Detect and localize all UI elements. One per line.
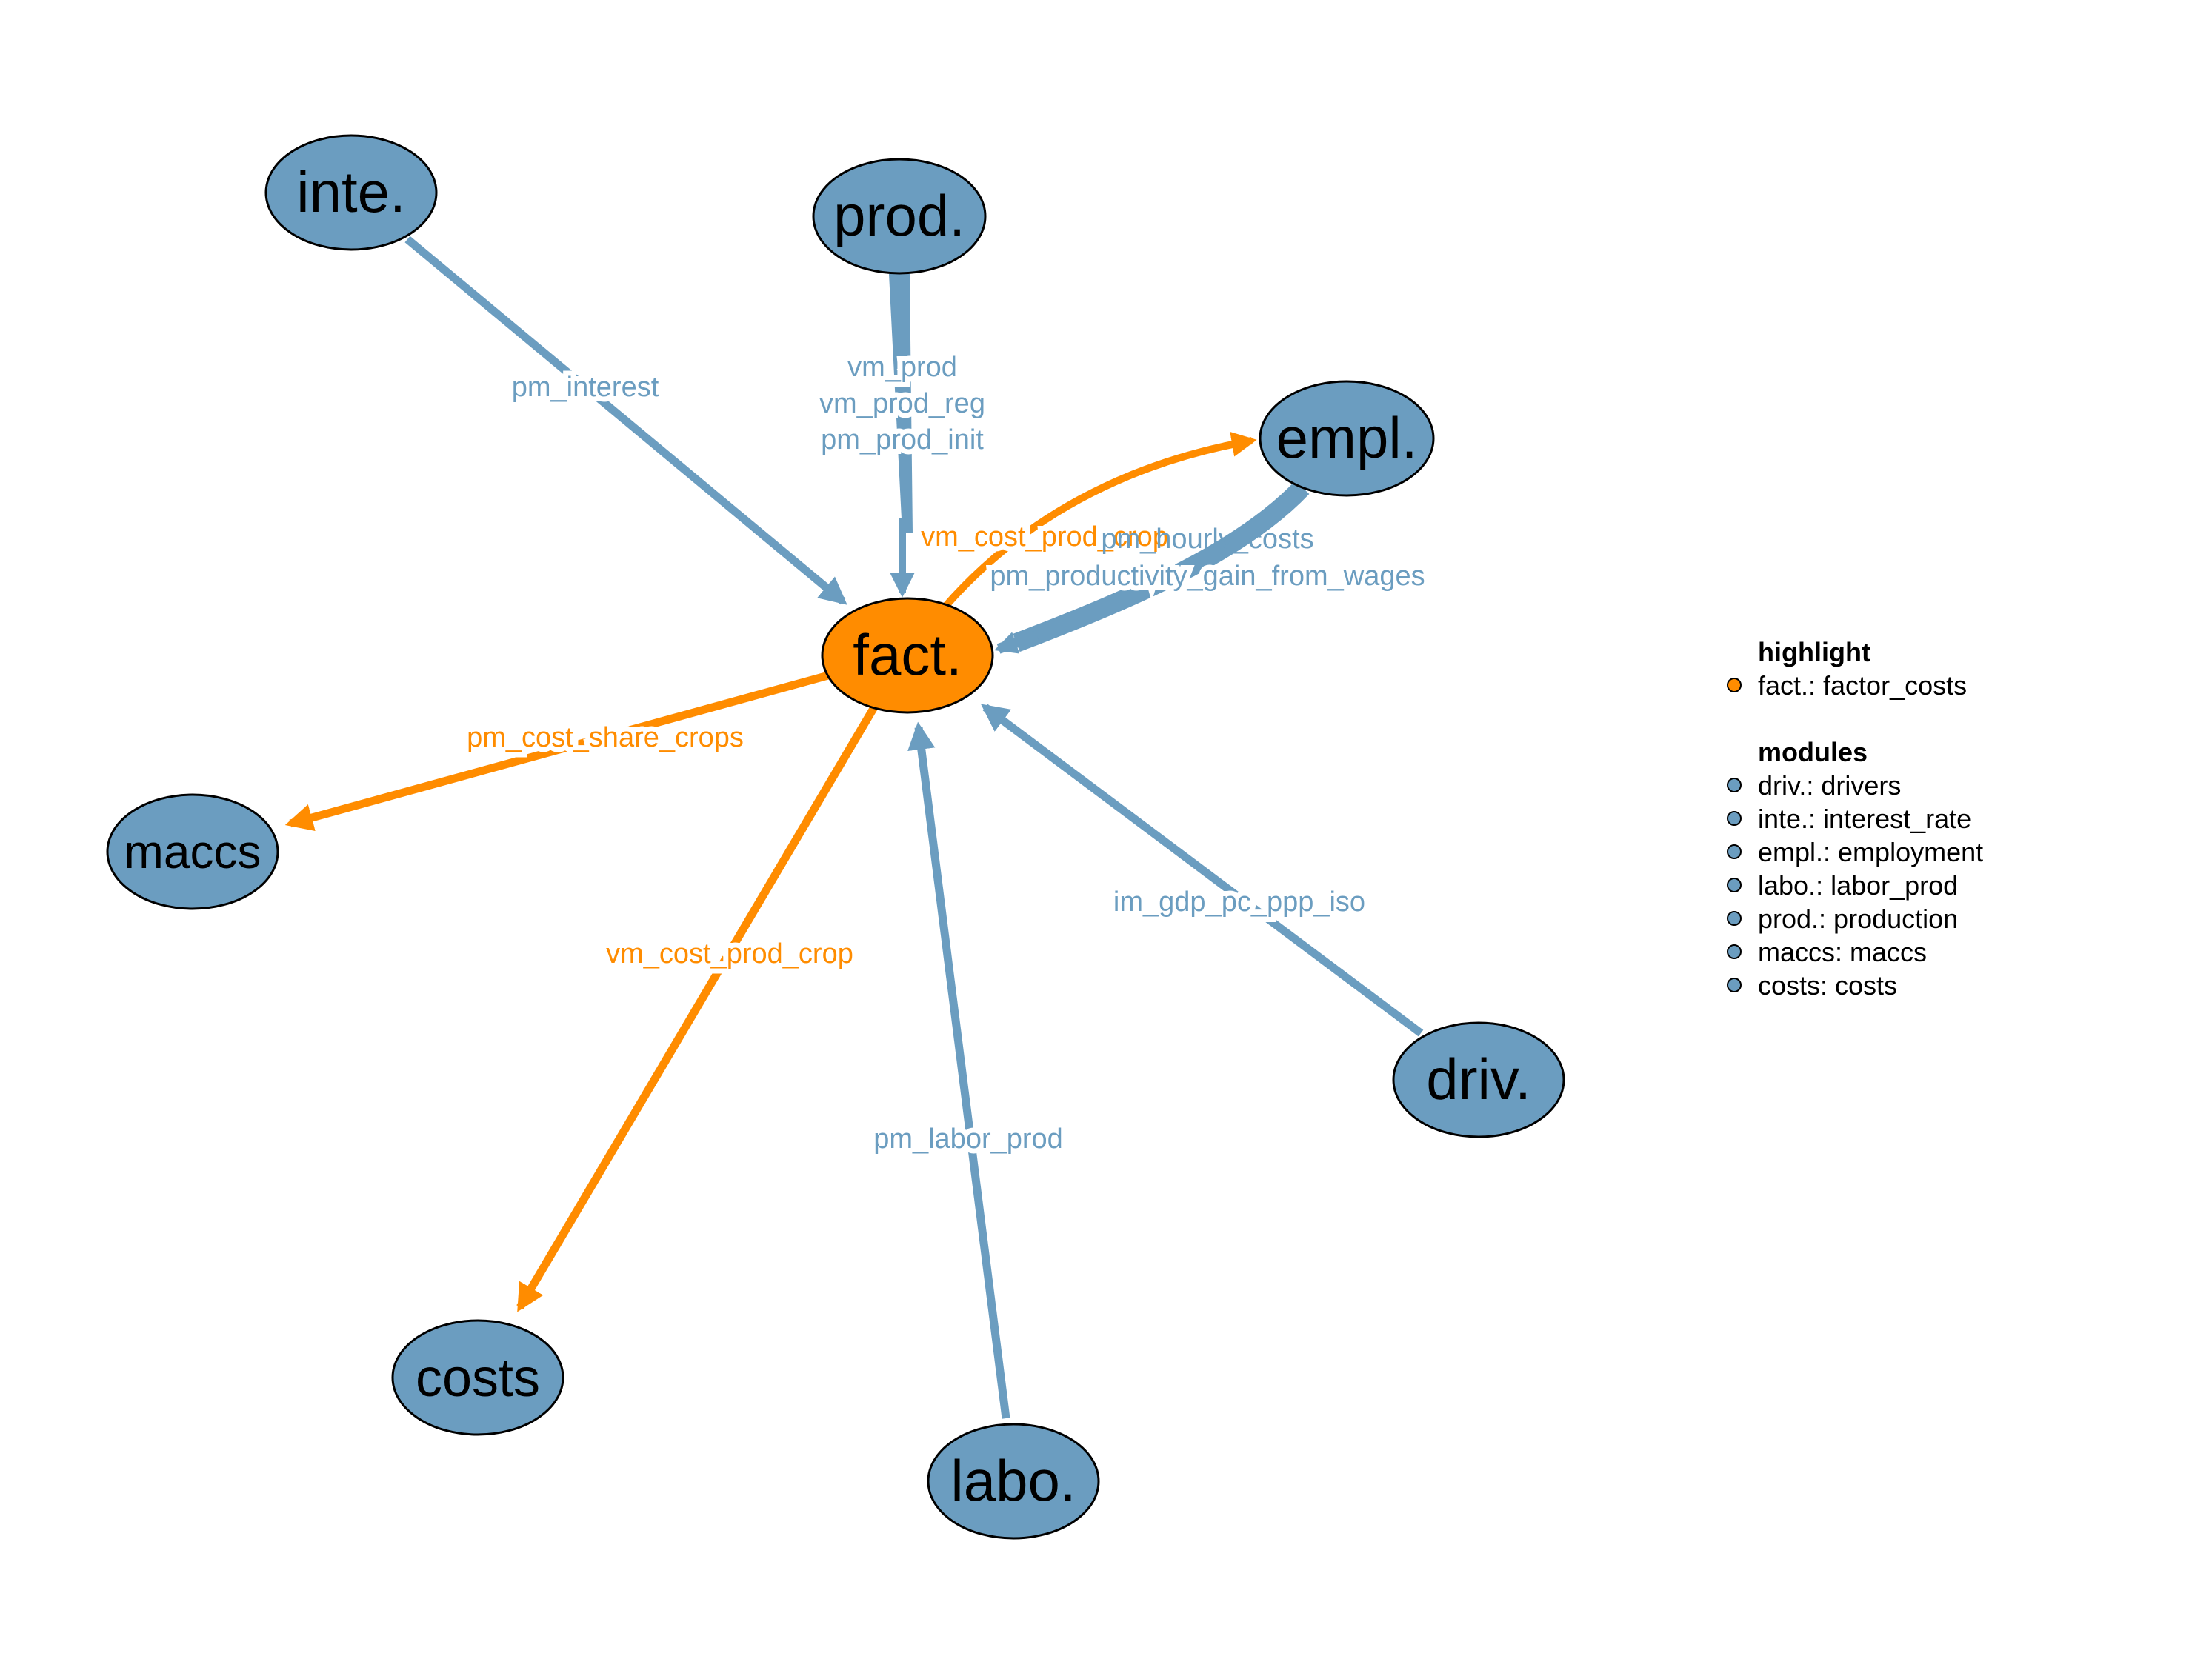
edge-fact-costs (516, 705, 878, 1312)
node-maccs[interactable]: maccs (106, 793, 279, 910)
edge-label-fact-empl: vm_cost_prod_crop (921, 521, 1168, 553)
node-label-prod: prod. (833, 183, 965, 248)
edge-label-empl-fact-1: pm_hourly_costs (1101, 524, 1313, 555)
edge-label-fact-costs: vm_cost_prod_crop (606, 938, 853, 969)
legend-modules-title: modules (1758, 737, 1868, 767)
edge-labels: pm_interest vm_prod vm_prod_reg pm_prod_… (462, 347, 1430, 1160)
legend-module-dot (1727, 811, 1742, 826)
edge-prod-fact (889, 274, 913, 533)
legend-module-dot (1727, 944, 1742, 959)
edge-label-fact-maccs: pm_cost_share_crops (467, 722, 744, 753)
legend-module-item: inte.: interest_rate (1758, 804, 1971, 834)
edge-label-prod-fact-1: vm_prod (847, 352, 957, 383)
node-driv[interactable]: driv. (1392, 1021, 1565, 1138)
node-labo[interactable]: labo. (927, 1423, 1100, 1540)
legend-module-dot (1727, 878, 1742, 892)
legend-module-item: prod.: production (1758, 904, 1958, 934)
node-label-labo: labo. (950, 1448, 1076, 1513)
edge-label-driv-fact: im_gdp_pc_ppp_iso (1113, 887, 1365, 918)
edge-label-labo-fact: pm_labor_prod (873, 1124, 1063, 1155)
edge-fact-maccs (284, 671, 830, 832)
edge-empl-fact (1013, 481, 1310, 652)
legend-module-dot (1727, 978, 1742, 992)
edge-inte-fact (404, 236, 847, 605)
edge-driv-fact (981, 704, 1424, 1037)
node-fact[interactable]: fact. (821, 597, 994, 714)
node-empl[interactable]: empl. (1259, 380, 1435, 497)
legend-module-dot (1727, 911, 1742, 926)
node-label-fact: fact. (853, 622, 962, 687)
edge-label-prod-fact-2: vm_prod_reg (819, 388, 985, 419)
legend-module-dot (1727, 778, 1742, 792)
node-label-costs: costs (416, 1349, 540, 1408)
edge-fact-empl (942, 431, 1257, 610)
legend-highlight-item: fact.: factor_costs (1758, 670, 1967, 701)
edge-label-empl-fact-2: pm_productivity_gain_from_wages (990, 561, 1425, 592)
edge-labo-fact (907, 721, 1010, 1419)
node-label-inte: inte. (296, 159, 405, 224)
legend-module-item: labo.: labor_prod (1758, 870, 1958, 901)
legend-highlight-dot (1727, 678, 1742, 692)
edge-label-prod-fact-3: pm_prod_init (821, 424, 984, 455)
legend-module-dot (1727, 844, 1742, 859)
edge-label-inte-fact: pm_interest (512, 372, 659, 403)
legend-module-item: driv.: drivers (1758, 770, 1901, 801)
legend-highlight-title: highlight (1758, 637, 1870, 667)
legend-module-item: costs: costs (1758, 970, 1897, 1001)
legend: highlight fact.: factor_costs modules dr… (1727, 637, 1983, 1001)
node-label-driv: driv. (1426, 1047, 1531, 1112)
node-label-empl: empl. (1276, 405, 1418, 470)
node-inte[interactable]: inte. (264, 134, 438, 251)
legend-module-item: empl.: employment (1758, 837, 1983, 867)
node-costs[interactable]: costs (391, 1319, 564, 1436)
legend-module-item: maccs: maccs (1758, 937, 1927, 967)
node-prod[interactable]: prod. (812, 158, 987, 275)
edge-empl-fact-tip (994, 630, 1039, 654)
node-label-maccs: maccs (124, 825, 261, 878)
